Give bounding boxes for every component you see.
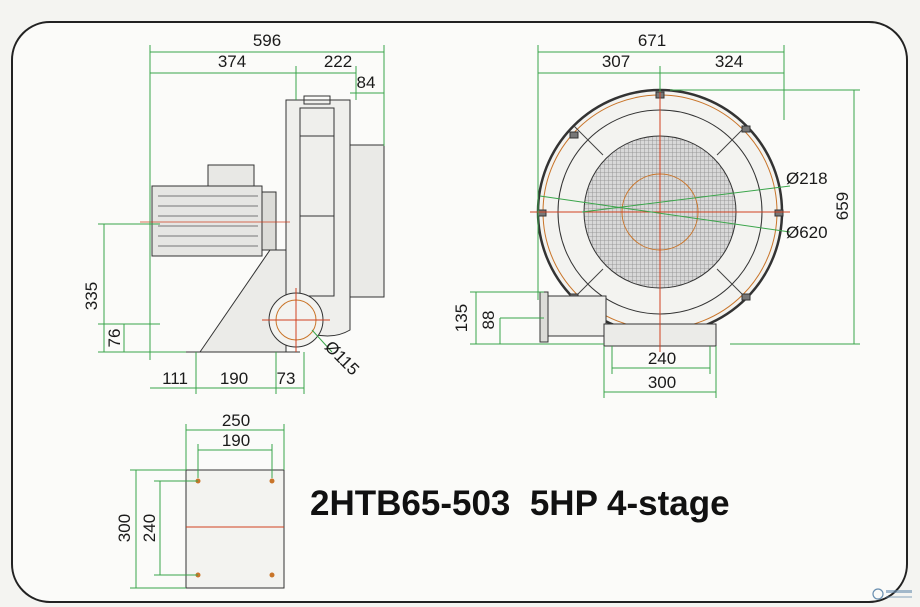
motor-end-cap <box>261 191 277 251</box>
base-outer-width: 250 <box>222 411 250 430</box>
base-plate <box>185 469 285 589</box>
mount-hole-tr <box>269 478 275 484</box>
outlet-flange <box>539 291 549 343</box>
outlet-pipe-front <box>547 295 607 337</box>
base-plate-outline <box>185 469 285 589</box>
base-hole-spacing-x: 190 <box>222 431 250 450</box>
motor-body <box>151 185 263 257</box>
base-hole-spacing-y: 240 <box>140 514 159 542</box>
side-left-length: 374 <box>218 52 246 71</box>
side-view-dimensions <box>98 45 385 394</box>
mount-hole-br <box>269 572 275 578</box>
base-plate-dimensions <box>130 424 285 589</box>
side-right-length: 222 <box>324 52 352 71</box>
side-center-height: 335 <box>82 282 101 310</box>
front-base-outer: 300 <box>648 373 676 392</box>
base-outer-depth: 300 <box>115 514 134 542</box>
side-view <box>140 95 385 353</box>
side-outlet-length: 84 <box>357 73 376 92</box>
front-left-width: 307 <box>602 52 630 71</box>
outlet-pipe-side <box>349 144 385 298</box>
front-view-dimensions <box>470 45 860 398</box>
front-overall-width: 671 <box>638 31 666 50</box>
motor-fins <box>158 195 258 247</box>
front-inner-diameter: Ø218 <box>786 169 828 188</box>
side-base-mid: 190 <box>220 369 248 388</box>
front-overall-height: 659 <box>833 192 852 220</box>
front-outlet-center: 88 <box>479 311 498 330</box>
side-base-rear: 73 <box>277 369 296 388</box>
front-outlet-height: 135 <box>452 304 471 332</box>
side-base-height: 76 <box>105 329 124 348</box>
side-overall-length: 596 <box>253 31 281 50</box>
model-title: 2HTB65-503 5HP 4-stage <box>310 484 730 523</box>
side-base-front: 111 <box>162 369 188 388</box>
front-right-width: 324 <box>715 52 743 71</box>
brand-logo-icon <box>872 588 912 600</box>
top-flange <box>303 95 331 105</box>
front-outer-diameter: Ø620 <box>786 223 828 242</box>
terminal-box <box>207 164 255 187</box>
front-base-inner: 240 <box>648 349 676 368</box>
housing-stage-3 <box>299 215 335 297</box>
